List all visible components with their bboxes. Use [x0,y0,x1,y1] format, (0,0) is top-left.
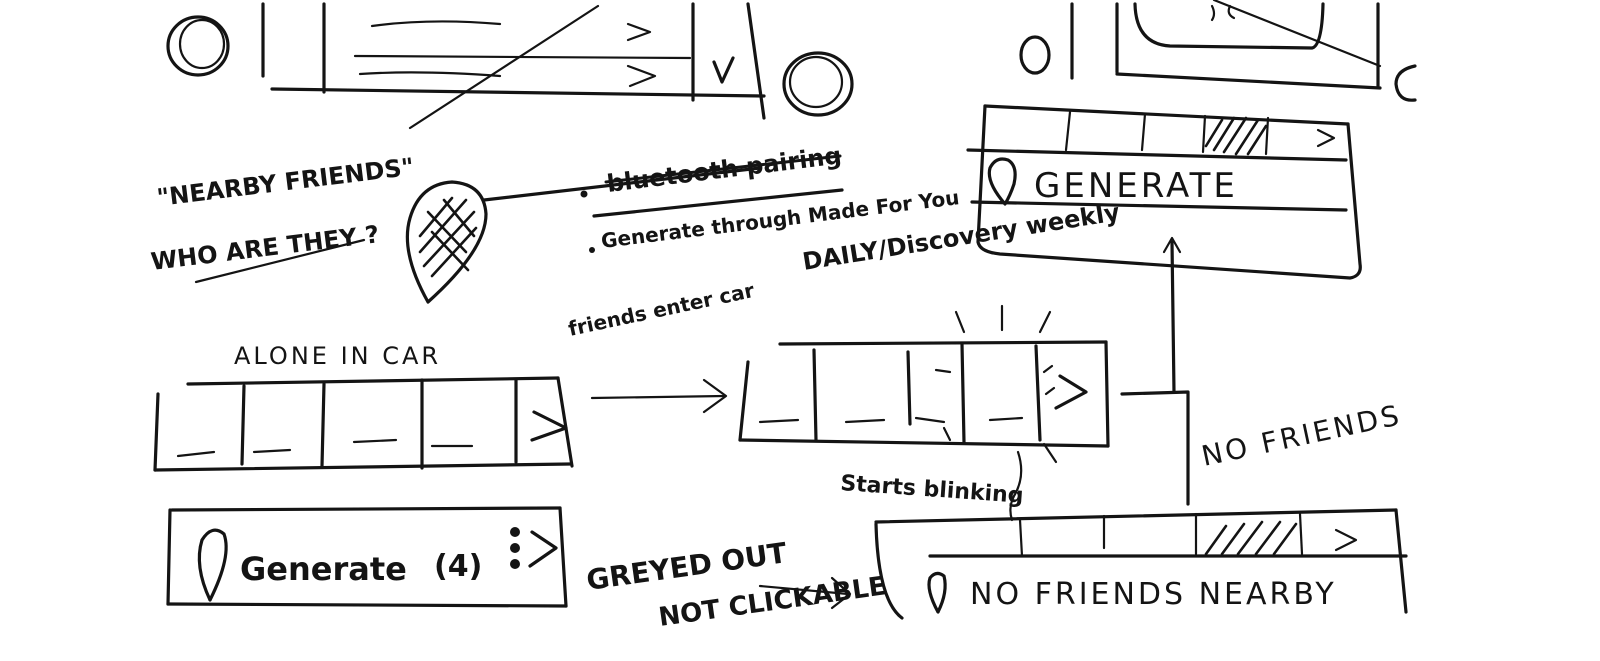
location-pin-icon [987,157,1017,206]
friends-enter-arrow: friends enter car [566,278,756,414]
no-friends-note: NO FRIENDS [1199,398,1405,473]
who-are-they-note: WHO ARE THEY ? [149,220,380,276]
generate-card-top-sketch: GENERATE [966,104,1362,280]
kebab-menu-icon [510,527,520,569]
alone-in-car-bar-sketch: ALONE IN CAR [153,342,574,472]
connector-arrows: NO FRIENDS [1120,236,1405,506]
hatched-segment [1204,116,1268,156]
generate-card-sketch: Generate (4) [166,506,568,608]
chevron-right-icon [626,22,652,42]
chevron-right-icon [530,410,568,442]
friends-enter-car-note: friends enter car [566,278,756,341]
blinking-bar-sketch: Starts blinking [738,304,1110,522]
starts-blinking-note: Starts blinking [840,471,1025,509]
hatched-segment [1204,520,1298,556]
top-left-display-sketch [166,2,854,130]
location-pin-icon [405,180,488,304]
bullet-dot [589,247,595,253]
bullet-dot [580,190,588,198]
knob-icon [782,51,854,117]
greyed-out-note: GREYED OUT [584,536,788,597]
chevron-right-icon [626,64,657,88]
no-friends-nearby-card-sketch: NO FRIENDS NEARBY [874,508,1408,620]
chevron-right-icon [528,530,558,568]
alone-in-car-note: ALONE IN CAR [234,342,441,370]
chevron-right-icon [1316,128,1336,148]
location-pin-icon [197,528,228,602]
notes-nearby-friends: "NEARBY FRIENDS" WHO ARE THEY ? [149,153,488,304]
no-friends-nearby-label: NO FRIENDS NEARBY [970,577,1337,612]
generate-top-label: GENERATE [1034,166,1238,206]
generate-card-label: Generate [240,550,407,588]
top-right-display-sketch [1019,0,1417,102]
nearby-friends-note: "NEARBY FRIENDS" [155,153,415,212]
chevron-down-icon [712,56,735,84]
greyed-out-note-group: GREYED OUT NOT CLICKABLE [584,536,888,633]
chevron-right-icon [1054,374,1088,410]
location-pin-icon [927,571,947,614]
knob-icon [166,15,230,77]
knob-icon [1019,35,1051,75]
generate-card-count: (4) [434,549,482,584]
chevron-right-icon [1334,528,1358,552]
